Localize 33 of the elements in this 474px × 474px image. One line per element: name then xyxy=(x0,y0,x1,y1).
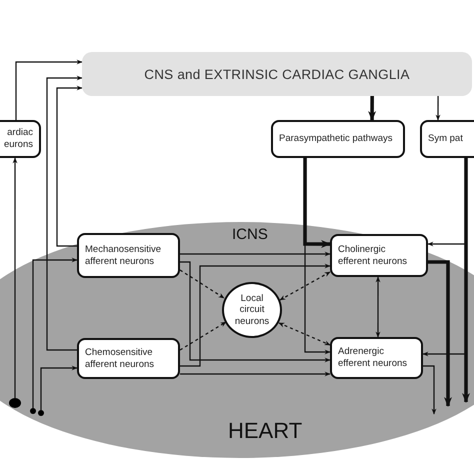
region-label: ICNS xyxy=(232,226,268,243)
neuron-box: Adrenergic efferent neurons xyxy=(330,337,423,379)
connector-arrow xyxy=(303,158,331,248)
connector-arrow xyxy=(368,96,376,121)
heart-title: HEART xyxy=(228,418,302,444)
connector-arrow xyxy=(462,158,470,403)
neuron-box: Chemosensitive afferent neurons xyxy=(77,338,180,379)
connector-arrow xyxy=(40,366,78,410)
terminal-dot xyxy=(30,408,36,414)
connector-arrow xyxy=(428,260,452,407)
connector-arrow xyxy=(12,157,18,398)
connector-arrow xyxy=(180,252,331,256)
connector-arrow xyxy=(180,321,227,351)
neuron-box: Mechanosensitive afferent neurons xyxy=(77,233,180,278)
connector-arrow xyxy=(180,269,224,299)
connector-arrow xyxy=(15,60,83,120)
neuron-box: Parasympathetic pathways xyxy=(271,120,405,158)
connector-arrow xyxy=(180,372,331,376)
connector-arrow xyxy=(56,86,83,247)
neuron-box: ardiac eurons xyxy=(0,120,41,158)
ganglia-banner: CNS and EXTRINSIC CARDIAC GANGLIA xyxy=(82,52,472,96)
neuron-box: Cholinergic efferent neurons xyxy=(330,234,428,277)
terminal-dot xyxy=(9,398,21,408)
connector-arrow xyxy=(376,276,380,338)
connector-arrow xyxy=(436,96,440,121)
terminal-dot xyxy=(38,410,44,416)
connector-arrow xyxy=(32,258,78,408)
connector-arrow xyxy=(278,322,331,346)
neuron-box: Sym pat xyxy=(420,120,474,158)
connector-arrow xyxy=(46,76,83,351)
neuron-oval: Local circuit neurons xyxy=(222,282,282,338)
connector-arrow xyxy=(423,365,436,415)
connector-arrow xyxy=(280,271,331,300)
